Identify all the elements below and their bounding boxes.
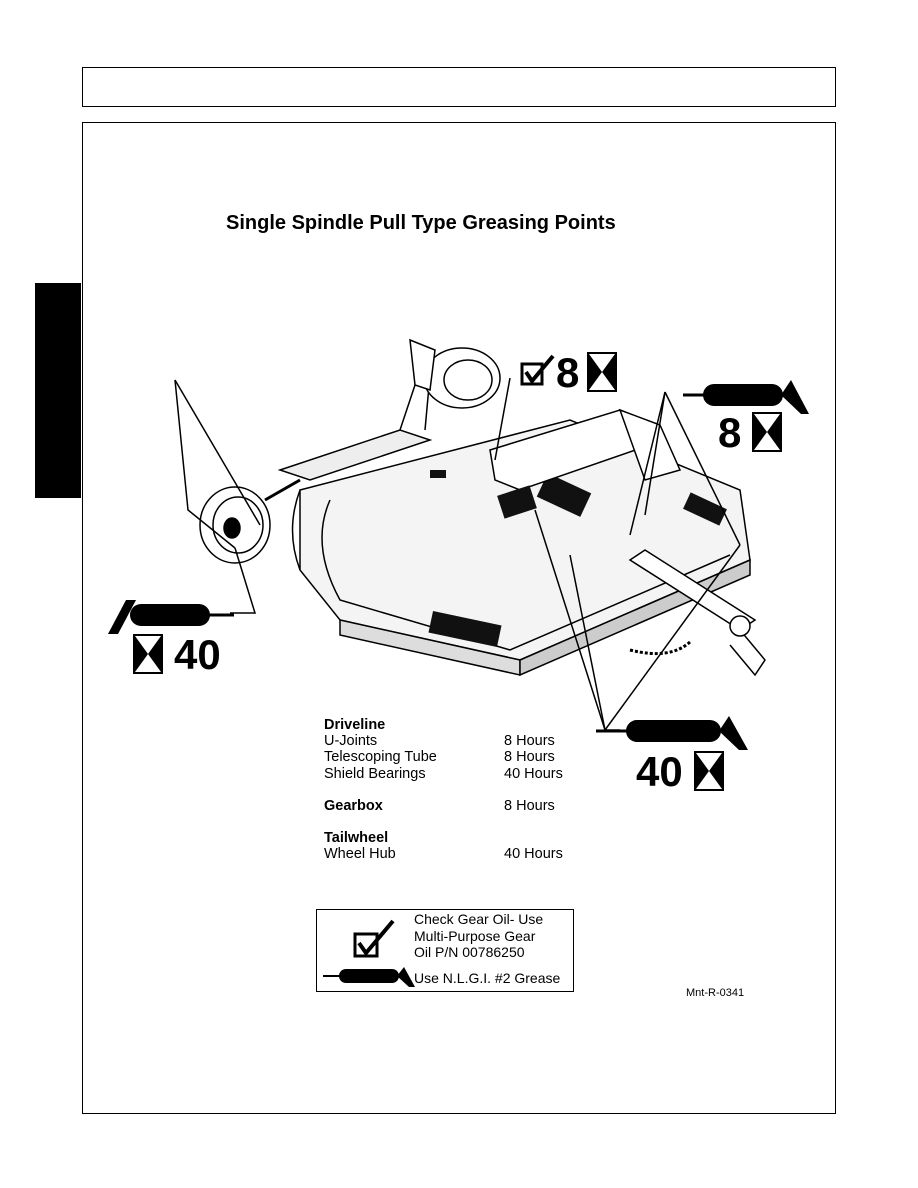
figure-frame: [82, 122, 836, 1114]
schedule-item-interval: 40 Hours: [504, 846, 563, 863]
shield-bearing-interval-label: 40: [636, 748, 683, 795]
schedule-item-interval: 8 Hours: [504, 733, 555, 750]
legend-check-line-1: Check Gear Oil- Use: [414, 911, 544, 927]
wheel-hub-interval-label: 40: [174, 631, 221, 678]
hourglass-icon: [694, 751, 724, 791]
driveline-heading: Driveline: [324, 717, 386, 733]
ujoint-interval-label: 8: [718, 409, 742, 456]
legend-grease-text: Use N.L.G.I. #2 Grease: [414, 970, 561, 986]
checkmark-box-icon: [353, 919, 395, 958]
legend-check-line-2: Multi-Purpose Gear: [414, 928, 536, 944]
schedule-item-interval: 8 Hours: [504, 749, 555, 766]
tailwheel-heading: Tailwheel: [324, 829, 389, 846]
legend-box: Check Gear Oil- Use Multi-Purpose Gear O…: [316, 909, 574, 992]
page-header-box: [82, 67, 836, 107]
hourglass-icon: [133, 634, 163, 674]
schedule-item-interval: 40 Hours: [504, 765, 563, 782]
grease-gun-icon: [108, 600, 234, 634]
section-side-tab: [35, 283, 81, 498]
grease-gun-icon: [683, 380, 809, 414]
schedule-item-name: Wheel Hub: [324, 846, 396, 863]
figure-id: Mnt-R-0341: [686, 987, 745, 999]
figure-title: Single Spindle Pull Type Greasing Points: [226, 212, 616, 234]
gearbox-interval-label: 8: [556, 349, 580, 396]
grease-gun-icon: [596, 716, 748, 750]
legend-check-line-3: Oil P/N 00786250: [414, 944, 525, 960]
hourglass-icon: [752, 412, 782, 452]
schedule-item-name: Telescoping Tube: [324, 749, 437, 766]
schedule-item-interval: 8 Hours: [504, 797, 555, 814]
hourglass-icon: [587, 352, 617, 392]
mower-illustration: [174, 338, 766, 731]
grease-gun-icon: [323, 967, 415, 987]
checkmark-box-icon: [520, 354, 555, 386]
schedule-item-name: Shield Bearings: [324, 765, 426, 782]
schedule-item-name: U-Joints: [324, 733, 378, 750]
gearbox-heading: Gearbox: [324, 797, 383, 814]
